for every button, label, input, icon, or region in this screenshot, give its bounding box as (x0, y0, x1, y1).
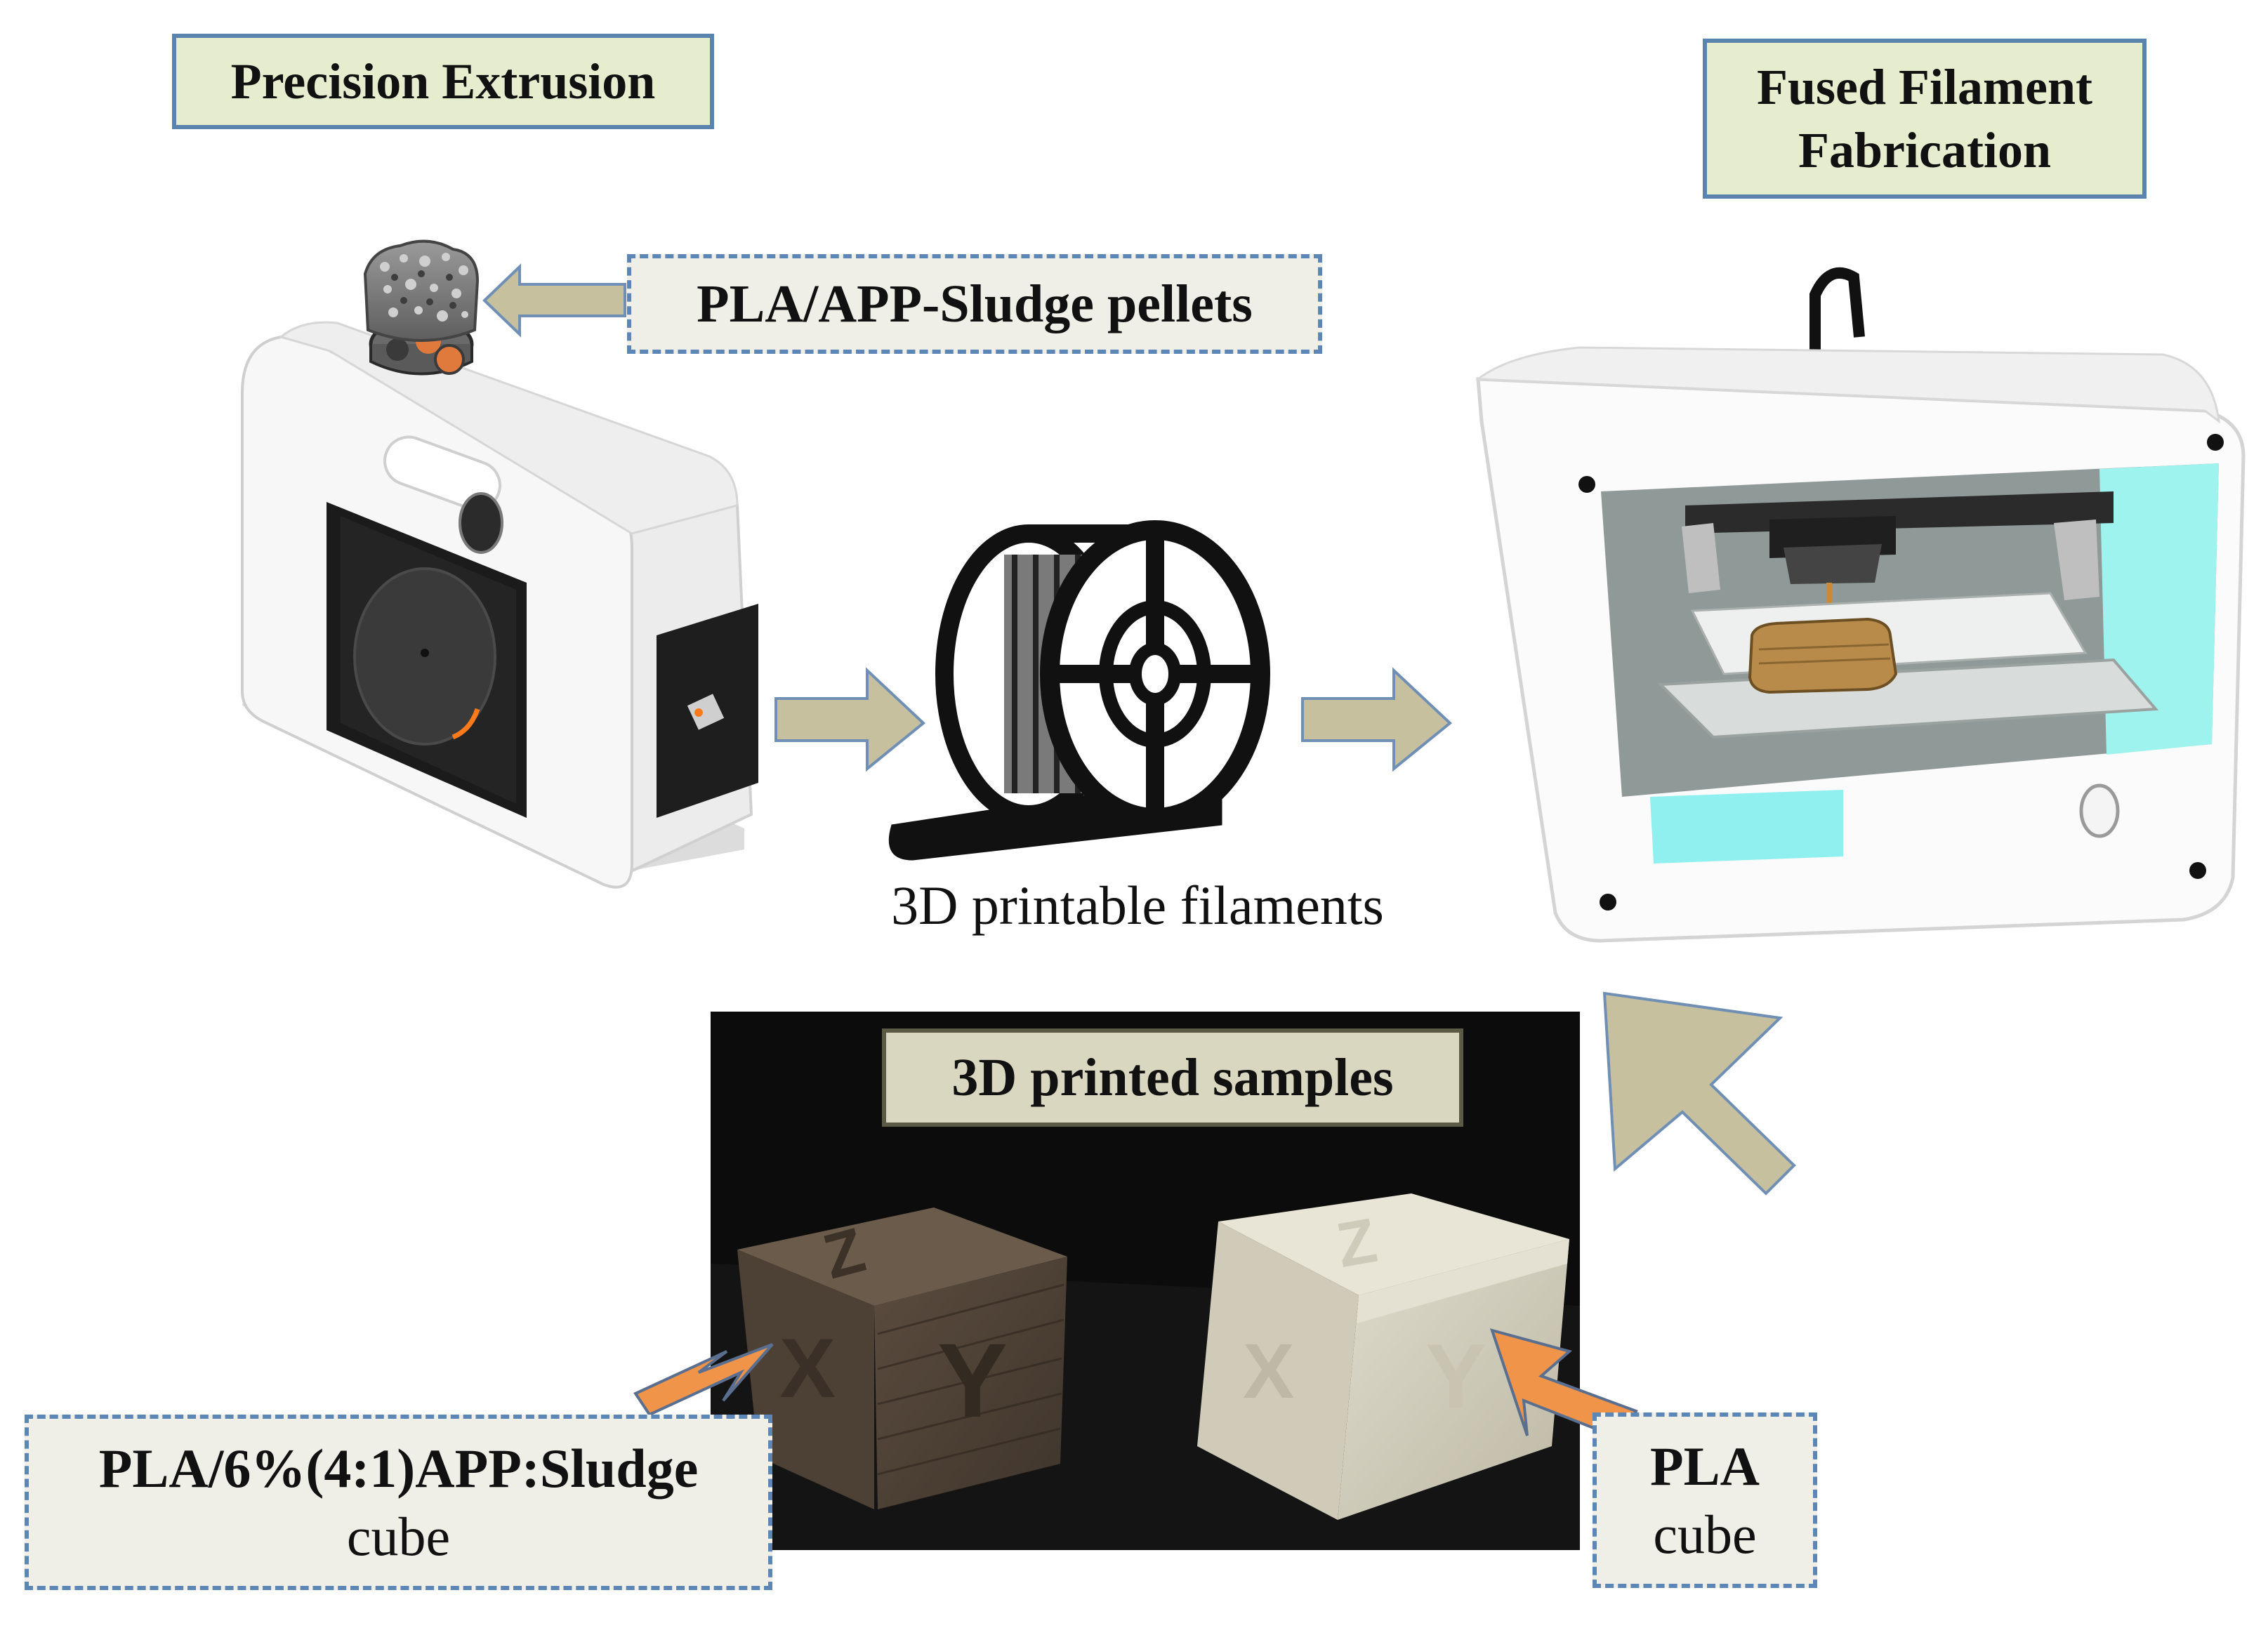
pointer-arrow-sludge (633, 1343, 774, 1417)
pellets-text: PLA/APP-Sludge pellets (697, 274, 1253, 333)
sludge-cube-line1: PLA/6%(4:1)APP:Sludge (98, 1437, 699, 1499)
precision-extrusion-text: Precision Extrusion (230, 53, 656, 110)
fff-printer (1475, 267, 2246, 943)
pellets-label: PLA/APP-Sludge pellets (627, 254, 1322, 354)
light-cube-letter-front: Y (1425, 1325, 1486, 1427)
arrow-printer-to-samples (1602, 991, 1796, 1196)
light-cube-letter-side: X (1243, 1328, 1295, 1415)
samples-label: 3D printed samples (882, 1028, 1463, 1127)
samples-text: 3D printed samples (951, 1047, 1394, 1107)
pla-cube-line1: PLA (1650, 1435, 1760, 1497)
precision-extrusion-label: Precision Extrusion (172, 34, 714, 129)
sludge-cube-label: PLA/6%(4:1)APP:Sludge cube (25, 1415, 772, 1590)
arrow-extruder-to-spool (774, 667, 926, 772)
fff-label: Fused Filament Fabrication (1703, 39, 2147, 199)
filament-spool-icon (888, 520, 1270, 861)
pla-cube-line2: cube (1653, 1504, 1757, 1565)
dark-cube-letter-side: X (779, 1321, 836, 1415)
fff-line2: Fabrication (1798, 122, 2051, 178)
precision-extruder (241, 239, 758, 889)
arrow-spool-to-printer (1301, 667, 1453, 772)
samples-photo (633, 1012, 1638, 1550)
dark-cube-letter-front: Y (937, 1321, 1008, 1439)
pla-cube-label: PLA cube (1593, 1412, 1817, 1588)
filaments-caption: 3D printable filaments (891, 875, 1384, 936)
arrow-pellets-to-hopper (482, 263, 626, 338)
fff-line1: Fused Filament (1757, 59, 2092, 115)
pla-cube (1197, 1193, 1569, 1520)
sludge-cube-line2: cube (346, 1506, 451, 1567)
